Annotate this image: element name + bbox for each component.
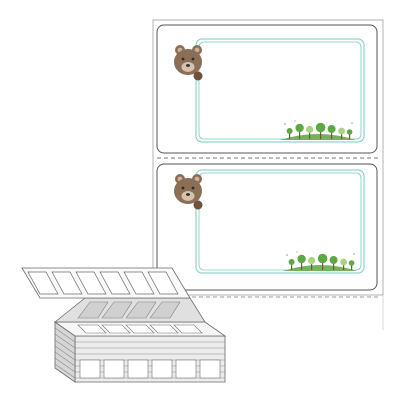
fanfold-label-stack-icon: [21, 267, 227, 383]
stack-block: [53, 321, 227, 383]
label-1-inner-border-outer: [195, 38, 365, 143]
label-2-inner-border-outer: [195, 169, 365, 274]
label-2-inner-border-inner: [198, 172, 362, 271]
bear-icon: [174, 45, 203, 81]
stack-fanned-sheet: [53, 297, 206, 323]
label-2: [156, 163, 378, 291]
trees-icon: [283, 251, 357, 271]
label-1-die-cut: [156, 24, 378, 154]
label-1: [156, 24, 378, 154]
bear-icon: [174, 174, 203, 210]
label-1-inner-border-inner: [198, 41, 362, 140]
stack-top-flap: [21, 267, 191, 299]
trees-icon: [280, 120, 356, 140]
